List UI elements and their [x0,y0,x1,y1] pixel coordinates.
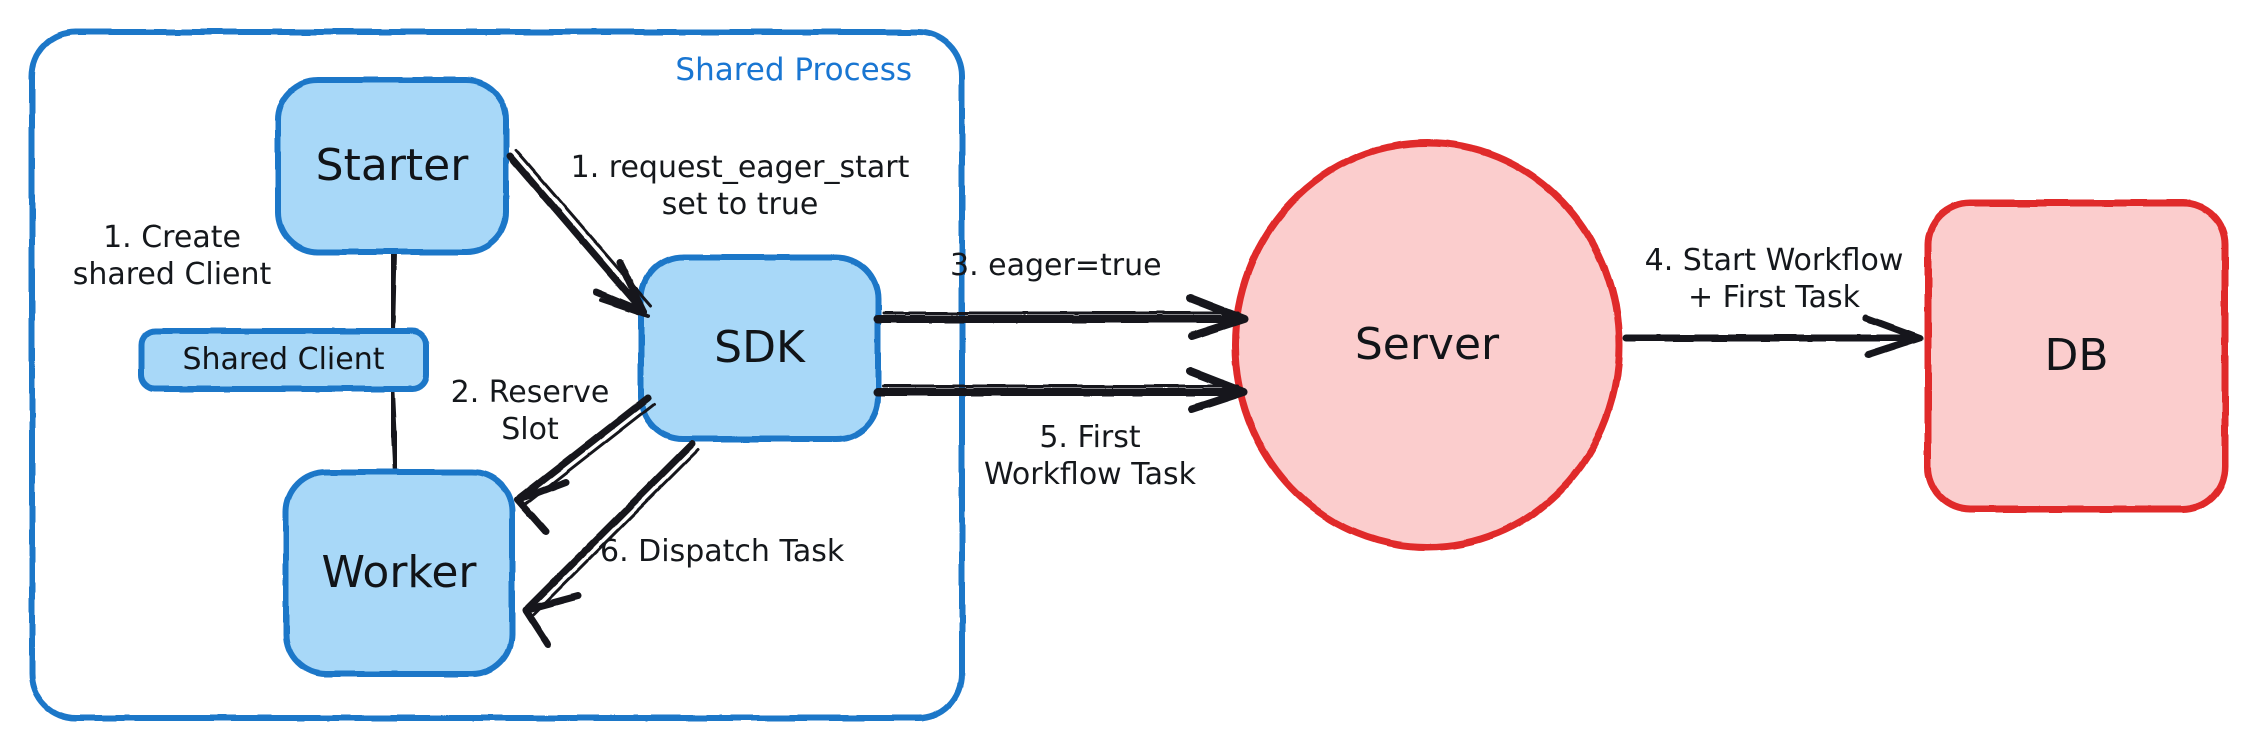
arrow-first-workflow-task [874,367,1248,413]
edge-starter-sharedclient-worker [389,249,399,477]
node-worker-shape [283,469,515,677]
node-starter-shape [275,77,509,255]
arrow-request-eager-start [506,148,653,318]
arrow-reserve-slot [514,394,656,536]
node-sdk-shape [638,254,881,442]
edge-label-reserve-slot: 2. Reserve Slot [450,375,610,447]
edge-label-eager-true: 3. eager=true [950,248,1162,283]
edge-label-request-eager-start: 1. request_eager_start set to true [570,150,910,222]
arrow-start-workflow [1622,314,1924,359]
arrow-eager-true [874,294,1248,340]
edge-label-create-shared-client: 1. Create shared Client [72,220,272,292]
edge-label-first-workflow-task: 5. First Workflow Task [983,420,1197,492]
arrow-dispatch-task [522,440,700,648]
shared-process-container [29,29,965,721]
node-server-shape [1231,139,1623,551]
shared-process-label: Shared Process [675,52,912,88]
edge-label-start-workflow: 4. Start Workflow + First Task [1644,243,1904,315]
node-db-shape [1924,199,2229,513]
edge-label-dispatch-task: 6. Dispatch Task [600,534,845,569]
node-shared-client-shape [138,328,429,392]
